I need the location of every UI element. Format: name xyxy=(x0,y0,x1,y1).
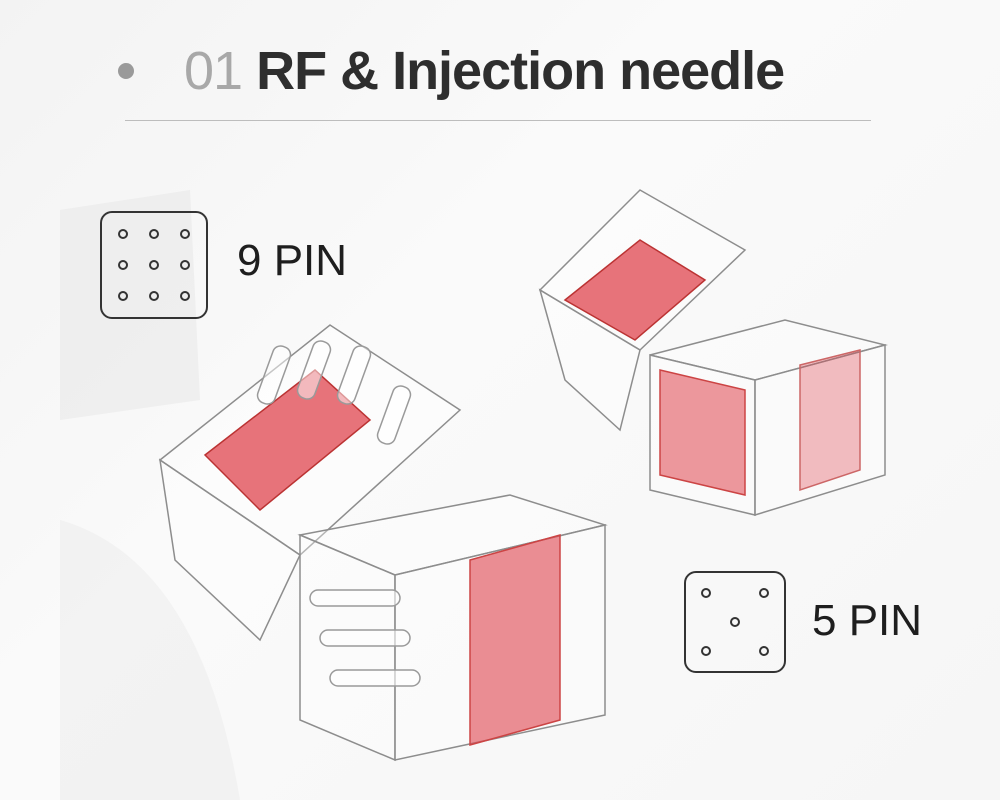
nine-pin-icon xyxy=(100,211,208,319)
title-divider xyxy=(125,120,871,121)
bullet-icon xyxy=(118,63,134,79)
five-pin-icon xyxy=(684,571,786,673)
background-device-silhouette xyxy=(60,190,240,800)
five-pin-label: 5 PIN xyxy=(812,596,923,645)
five-pin-cartridge xyxy=(538,189,888,517)
page-title: 01 RF & Injection needle xyxy=(118,36,785,106)
section-number: 01 xyxy=(184,41,243,101)
section-heading: RF & Injection needle xyxy=(256,41,785,101)
nine-pin-cartridge xyxy=(158,324,608,762)
nine-pin-label: 9 PIN xyxy=(237,236,348,285)
